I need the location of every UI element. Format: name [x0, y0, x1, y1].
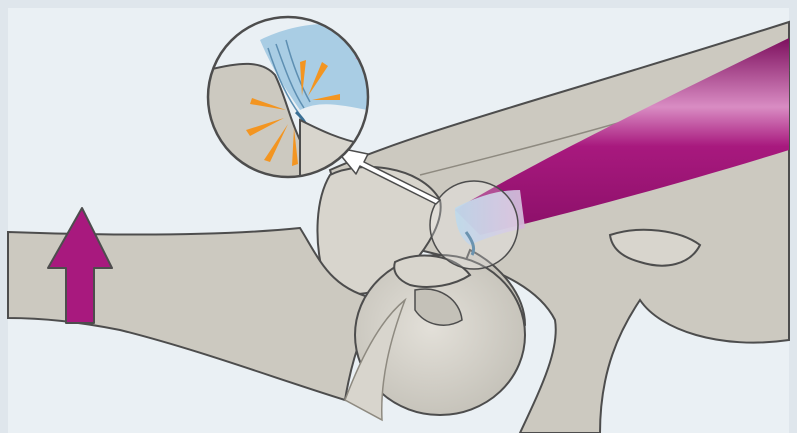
magnified-detail — [208, 17, 368, 180]
impingement-focus-circle — [430, 181, 518, 269]
